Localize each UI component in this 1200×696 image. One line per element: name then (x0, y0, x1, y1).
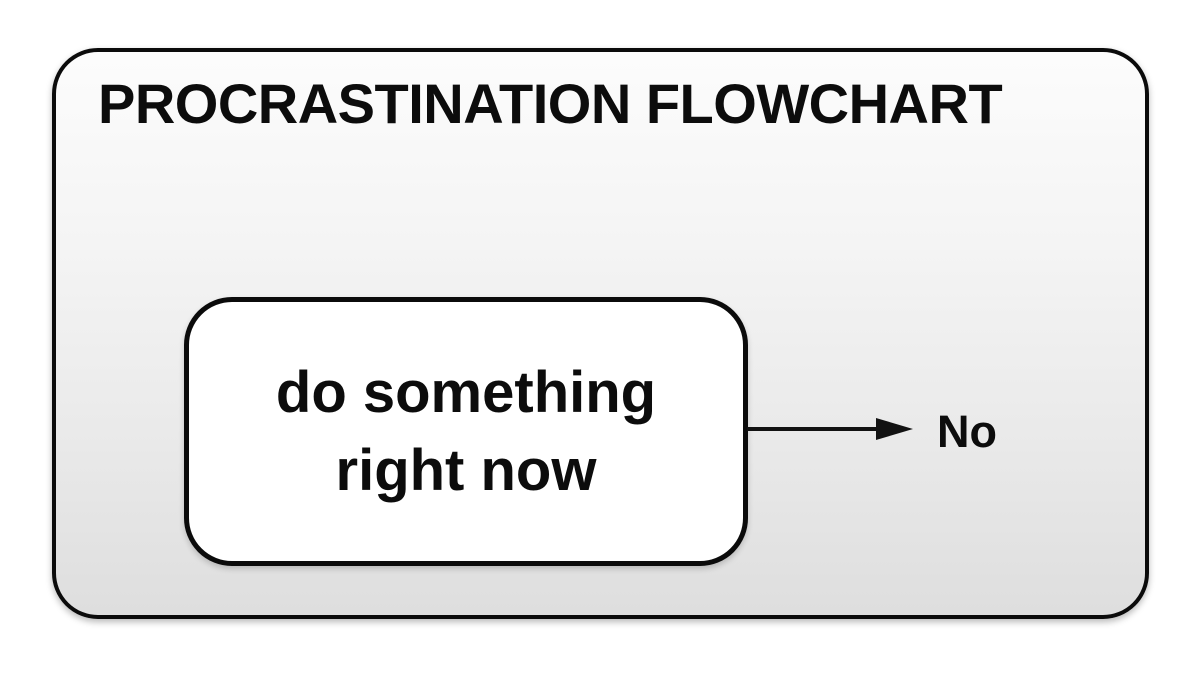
flowchart-panel: PROCRASTINATION FLOWCHART do something r… (52, 48, 1149, 619)
node-label-line2: right now (335, 437, 597, 503)
edge-label-no: No (937, 406, 997, 457)
arrow-right-icon (876, 418, 913, 440)
flowchart-node-do-something: do something right now (184, 297, 748, 566)
edge-line (747, 427, 879, 431)
node-label-line1: do something (275, 359, 657, 425)
flowchart-title: PROCRASTINATION FLOWCHART (98, 72, 1003, 135)
